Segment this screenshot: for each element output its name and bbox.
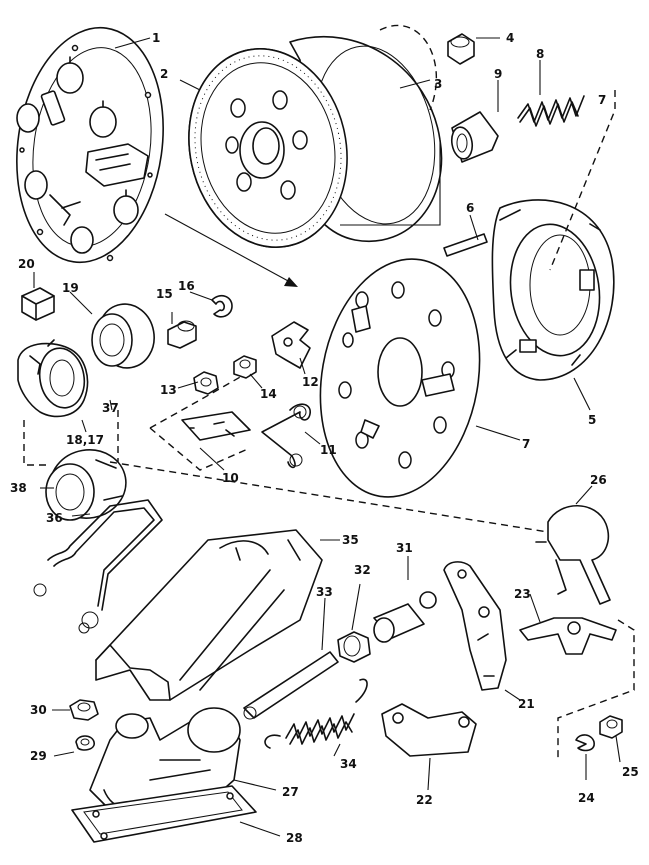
label-part-24: 24 (578, 791, 595, 805)
label-part-25: 25 (622, 765, 639, 779)
label-part-6: 6 (466, 201, 474, 215)
bolt-part-15 (167, 320, 197, 349)
label-part-1: 1 (152, 31, 160, 45)
label-part-15: 15 (156, 287, 173, 301)
nut-part-13 (193, 371, 219, 395)
label-part-23: 23 (514, 587, 531, 601)
label-part-29: 29 (30, 749, 47, 763)
label-part-9: 9 (494, 67, 502, 81)
bearing-carrier-part-18-17 (17, 339, 89, 466)
bracket-part-23 (519, 617, 635, 760)
label-part-21: 21 (518, 697, 535, 711)
lever-part-10 (149, 375, 251, 471)
pressure-plate-cover-part-1 (16, 26, 164, 264)
clip-part-24 (575, 734, 595, 752)
housing-ring-part-5 (491, 90, 616, 381)
bracket-part-22 (381, 703, 477, 757)
label-part-30: 30 (30, 703, 47, 717)
cap-part-4 (447, 33, 475, 65)
spring-part-8 (517, 95, 585, 127)
rod-part-33 (243, 651, 339, 720)
label-part-3: 3 (434, 77, 442, 91)
block-part-20 (21, 287, 55, 321)
label-part-28: 28 (286, 831, 303, 845)
label-part-31: 31 (396, 541, 413, 555)
label-part-4: 4 (506, 31, 514, 45)
label-part-2: 2 (160, 67, 168, 81)
spring-part-34 (264, 678, 368, 749)
friction-disc-part-3 (188, 24, 443, 248)
label-part-13: 13 (160, 383, 177, 397)
part-labels: 1 2 3 4 5 6 7 7 8 9 10 11 12 13 14 15 16… (10, 31, 639, 845)
leader-lines (33, 37, 621, 837)
cover-housing-part-35 (95, 529, 323, 701)
gasket-part-28 (71, 785, 257, 843)
label-part-16: 16 (178, 279, 195, 293)
lever-arm-part-21 (443, 561, 507, 691)
label-part-11: 11 (320, 443, 337, 457)
label-part-36: 36 (46, 511, 63, 525)
nut-part-14 (233, 355, 257, 379)
bushing-part-9 (450, 111, 499, 163)
plunger-part-31 (373, 591, 437, 643)
label-part-5: 5 (588, 413, 596, 427)
label-part-37: 37 (102, 401, 119, 415)
assembly-arrow (164, 213, 298, 287)
label-part-26: 26 (590, 473, 607, 487)
label-part-7-bottom: 7 (522, 437, 530, 451)
bracket-part-12 (271, 321, 311, 369)
rod-part-36 (33, 499, 163, 634)
label-part-35: 35 (342, 533, 359, 547)
washer-part-29 (75, 735, 95, 751)
clip-part-16 (211, 294, 233, 318)
label-part-10: 10 (222, 471, 239, 485)
label-part-27: 27 (282, 785, 299, 799)
release-bearing-part-19 (91, 303, 155, 369)
bushing-part-32 (337, 631, 371, 663)
label-part-33: 33 (316, 585, 333, 599)
nut-part-30 (69, 699, 99, 721)
label-part-22: 22 (416, 793, 433, 807)
dashed-guide-line (109, 461, 549, 533)
label-part-38: 38 (10, 481, 27, 495)
release-sleeve-part-38 (45, 449, 127, 521)
label-part-7-top: 7 (598, 93, 606, 107)
label-part-32: 32 (354, 563, 371, 577)
label-part-8: 8 (536, 47, 544, 61)
label-part-14: 14 (260, 387, 277, 401)
label-part-18-17: 18,17 (66, 433, 104, 447)
wire-spring-part-11 (261, 403, 311, 469)
label-part-34: 34 (340, 757, 357, 771)
plate-part-26 (535, 504, 611, 605)
pin-part-6 (443, 233, 488, 257)
nut-part-25 (599, 715, 623, 739)
label-part-19: 19 (62, 281, 79, 295)
pressure-plate-part-7 (319, 258, 481, 498)
label-part-20: 20 (18, 257, 35, 271)
label-part-12: 12 (302, 375, 319, 389)
